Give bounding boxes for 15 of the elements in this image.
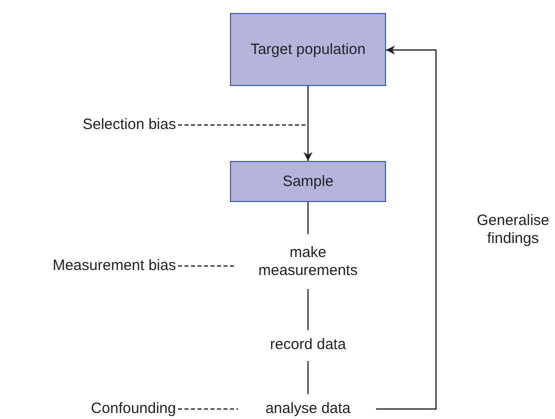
leader-line: [178, 408, 238, 410]
step-label: record data: [256, 334, 360, 356]
leader-line: [178, 124, 308, 126]
box-label: Sample: [282, 172, 334, 190]
process-box: [230, 161, 386, 202]
step-label: analyse data: [246, 398, 370, 419]
leader-line: [178, 265, 234, 267]
bias-label: Confounding: [30, 398, 176, 419]
arrow: [376, 46, 437, 410]
bias-label: Measurement bias: [0, 255, 176, 277]
process-box: [230, 13, 386, 86]
step-label: make measurements: [238, 240, 378, 284]
box-label: Target population: [249, 40, 367, 58]
arrow: [304, 86, 312, 161]
bias-label: Selection bias: [20, 114, 176, 136]
